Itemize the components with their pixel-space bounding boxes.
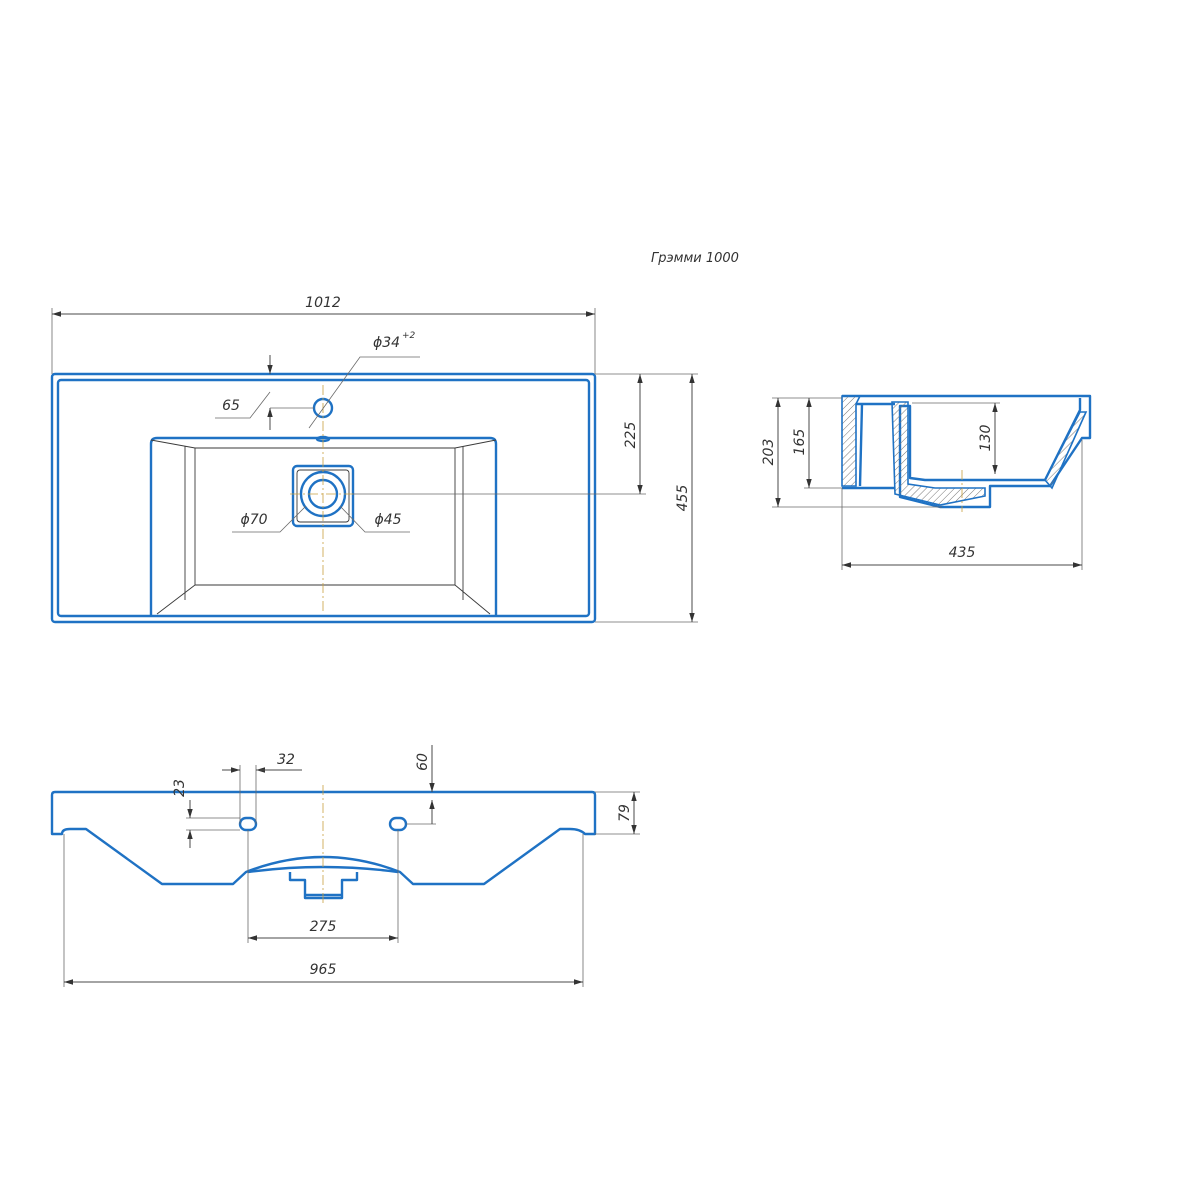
dim-total-height-label: 203 [761, 439, 777, 466]
dim-slot-height-label: 23 [172, 779, 188, 797]
top-inner-outline [56, 378, 591, 618]
leader-line [232, 505, 307, 533]
dim-base-width-label: 965 [310, 962, 337, 978]
mounting-slot-left [238, 816, 258, 832]
dim-faucet-offset-label: 65 [222, 398, 240, 414]
dim-body-height-label: 165 [792, 429, 808, 456]
dim-drain-inner-label: ϕ45 [374, 512, 401, 528]
dim-side-depth-label: 435 [949, 545, 976, 561]
dim-faucet-hole-tolerance: +2 [402, 331, 416, 341]
dim-drain-outer-label: ϕ70 [240, 512, 267, 528]
basin-floor [150, 439, 497, 615]
dim-bowl-depth-label: 130 [978, 425, 994, 452]
side-inner-lines [842, 402, 895, 490]
dim-slot-width-label: 32 [277, 752, 295, 768]
front-outline [50, 790, 597, 886]
dim-faucet-hole-label: ϕ34 [373, 335, 400, 351]
dim-slot-spacing-label: 275 [310, 919, 337, 935]
dim-width-label: 1012 [305, 295, 341, 311]
dim-top-thickness-label: 79 [617, 804, 633, 822]
drawing-title: Грэмми 1000 [651, 251, 739, 266]
dim-drain-offset-label: 225 [623, 422, 639, 449]
front-drain [247, 865, 399, 900]
side-section-view: 203 165 130 435 [761, 394, 1092, 570]
side-outline [842, 394, 1092, 509]
front-view: 32 23 60 79 275 965 [50, 745, 640, 987]
section-hatch-right [1044, 411, 1088, 490]
dim-slot-offset-label: 60 [415, 753, 431, 771]
leader-line [339, 505, 410, 533]
section-hatch-left [841, 395, 862, 487]
section-hatch-bowl [891, 401, 986, 506]
leader-line [308, 356, 420, 429]
leader-line [215, 391, 271, 419]
dim-depth-label: 455 [675, 485, 691, 512]
top-outer-outline [50, 372, 597, 624]
top-view: 1012 225 455 65 ϕ34 +2 ϕ70 ϕ45 [50, 295, 698, 624]
mounting-slot-right [388, 816, 408, 832]
